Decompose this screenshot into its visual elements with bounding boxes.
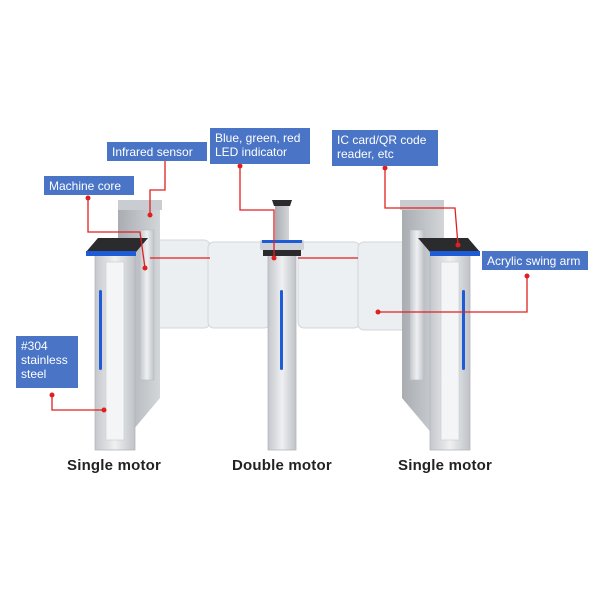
swing-arm-right-1 bbox=[297, 241, 361, 329]
left-turnstile bbox=[86, 200, 162, 451]
leader-ic-card-reader bbox=[384, 168, 459, 246]
label-infrared-sensor: Infrared sensor bbox=[107, 142, 207, 161]
center-turnstile bbox=[260, 200, 304, 451]
swing-arm-left-2 bbox=[207, 241, 271, 329]
leader-infrared-sensor bbox=[149, 160, 166, 215]
right-turnstile bbox=[400, 200, 480, 451]
leader-machine-core bbox=[87, 198, 146, 269]
leader-stainless-steel bbox=[51, 395, 104, 411]
leader-led-indicator bbox=[239, 166, 275, 258]
label-ic-card-reader: IC card/QR code reader, etc bbox=[332, 130, 438, 166]
label-acrylic-swing-arm: Acrylic swing arm bbox=[482, 251, 588, 270]
caption-center-double-motor: Double motor bbox=[232, 457, 332, 474]
caption-right-single-motor: Single motor bbox=[398, 457, 493, 474]
label-led-indicator: Blue, green, red LED indicator bbox=[210, 128, 310, 164]
label-machine-core: Machine core bbox=[44, 176, 134, 195]
leader-lines bbox=[51, 160, 528, 411]
label-stainless-steel: #304 stainless steel bbox=[16, 336, 78, 388]
caption-left-single-motor: Single motor bbox=[67, 457, 162, 474]
leader-dots bbox=[49, 163, 530, 413]
leader-acrylic-swing-arm bbox=[378, 276, 528, 313]
